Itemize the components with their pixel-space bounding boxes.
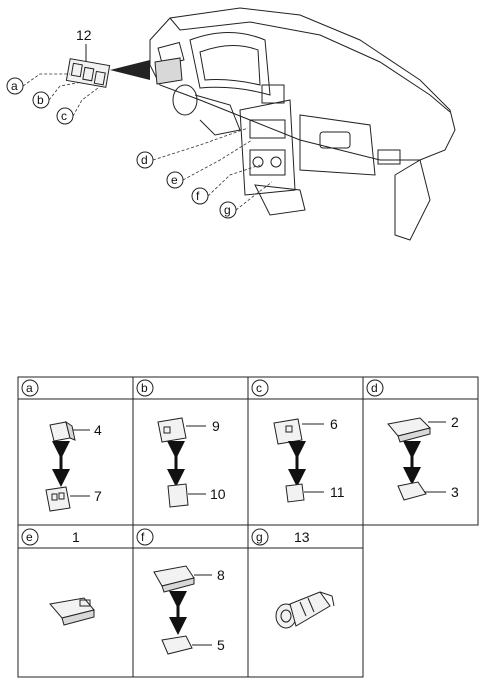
callout-c: c — [61, 109, 67, 123]
cell-f: f 8 5 — [136, 528, 225, 655]
header-part-number: 13 — [294, 529, 310, 545]
cell-g: g 13 — [251, 528, 335, 629]
part-number: 11 — [330, 484, 345, 500]
switch-panel-12 — [65, 58, 111, 88]
cell-c: c 6 11 — [251, 379, 345, 503]
cell-letter: f — [141, 530, 145, 544]
cell-letter: d — [371, 381, 378, 395]
part-number: 4 — [94, 422, 102, 438]
dashboard-illustration: 12 a b c d e f g — [6, 7, 456, 241]
cell-d: d 2 3 — [366, 379, 459, 501]
header-part-number: 1 — [72, 529, 80, 545]
part-number: 5 — [217, 637, 225, 653]
part-number: 2 — [451, 414, 459, 430]
cell-letter: c — [256, 381, 262, 395]
parts-grid: a 4 7 b 9 10 — [17, 376, 479, 678]
cell-letter: a — [26, 381, 33, 395]
cell-e: e 1 — [21, 528, 95, 626]
callout-g: g — [224, 203, 231, 217]
part-number: 3 — [451, 484, 459, 500]
callout-12: 12 — [76, 27, 92, 43]
callout-b: b — [37, 93, 44, 107]
callout-d: d — [141, 153, 148, 167]
part-number: 8 — [217, 567, 225, 583]
callout-f: f — [196, 189, 200, 203]
part-number: 10 — [210, 486, 226, 502]
cell-letter: b — [141, 381, 148, 395]
cell-b: b 9 10 — [136, 379, 226, 508]
part-number: 6 — [330, 416, 338, 432]
callout-a: a — [11, 79, 18, 93]
cell-letter: g — [256, 530, 263, 544]
part-number: 7 — [94, 488, 102, 504]
cell-letter: e — [26, 530, 33, 544]
callout-e: e — [171, 173, 178, 187]
part-number: 9 — [212, 418, 220, 434]
cell-a: a 4 7 — [21, 379, 102, 512]
